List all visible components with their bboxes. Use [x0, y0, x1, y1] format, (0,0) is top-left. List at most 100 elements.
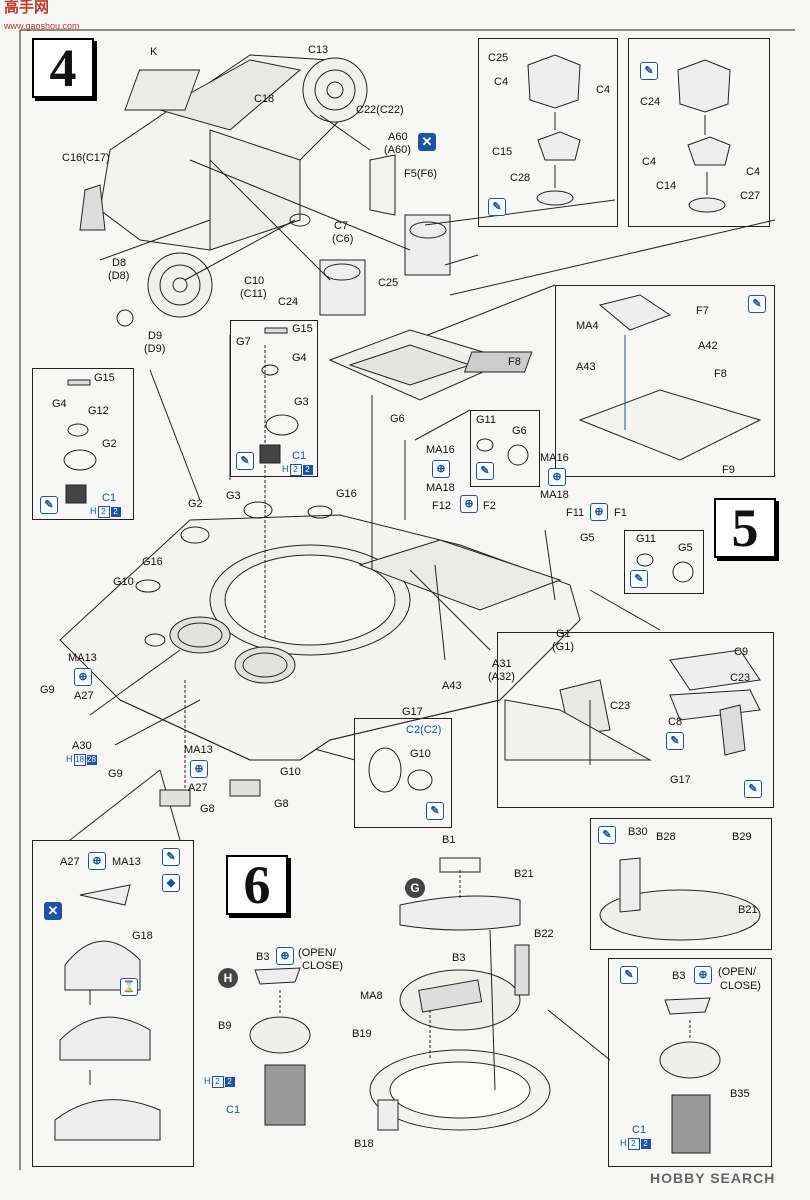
label-b3h: B3: [256, 951, 270, 963]
label-g8a: G8: [200, 803, 215, 815]
inset-g11-g11: G11: [476, 414, 496, 426]
inset-a27-ma13: MA13: [112, 856, 141, 868]
label-a60: A60: [388, 131, 408, 143]
label-b19: B19: [352, 1028, 372, 1040]
inset-b35-b3: B3: [672, 970, 686, 982]
label-c7: C7: [334, 220, 349, 232]
inset-c25-c4b: C4: [596, 84, 611, 96]
double-sided-tape-icon: ⊕: [432, 460, 450, 478]
inset-a27-a27: A27: [60, 856, 80, 868]
inset-c9-g17: G17: [670, 774, 691, 786]
watermark-url: www.gaoshou.com: [4, 21, 80, 31]
label-k: K: [150, 46, 158, 58]
label-a27: A27: [74, 690, 94, 702]
watermark-brand: 高手网: [4, 0, 50, 16]
label-f8: F8: [508, 356, 521, 368]
paint-brush-icon: ✎: [620, 966, 638, 984]
double-sided-tape-icon: ⊕: [590, 503, 608, 521]
label-g1b: (G1): [552, 641, 574, 653]
inset-g15m-g3: G3: [294, 396, 309, 408]
inset-c2: [354, 718, 452, 828]
inset-f7-a42: A42: [698, 340, 718, 352]
inset-b35: [608, 958, 772, 1167]
double-sided-tape-icon: ⊕: [88, 852, 106, 870]
paint-brush-icon: ✎: [426, 802, 444, 820]
inset-b30-b29: B29: [732, 831, 752, 843]
label-f1: F1: [614, 507, 627, 519]
label-c10: C10: [244, 275, 265, 287]
paint-brush-icon: ✎: [748, 295, 766, 313]
label-c1: C1: [226, 1104, 241, 1116]
label-c6: (C6): [332, 233, 354, 245]
inset-b35-close: CLOSE): [720, 980, 761, 992]
label-f2: F2: [483, 500, 496, 512]
inset-g11: [470, 410, 540, 487]
inset-c25-c15: C15: [492, 146, 513, 158]
inset-g5-g5: G5: [678, 542, 693, 554]
marker-g: G: [405, 878, 425, 898]
inset-f7-f8: F8: [714, 368, 727, 380]
label-g10b: G10: [280, 766, 301, 778]
inset-c2-c2: C2(C2): [406, 724, 442, 736]
inset-f7-ma4: MA4: [576, 320, 599, 332]
paint-brush-icon: ✎: [598, 826, 616, 844]
label-f12: F12: [432, 500, 451, 512]
double-sided-tape-icon: ⊕: [74, 668, 92, 686]
inset-c24-c4b: C4: [746, 166, 761, 178]
paint-brush-icon: ✎: [162, 848, 180, 866]
inset-b30-b21: B21: [738, 904, 758, 916]
label-openclose: (OPEN/: [298, 947, 336, 959]
inset-c2-g10: G10: [410, 748, 431, 760]
label-ma16a: MA16: [426, 444, 455, 456]
inset-c9-c23a: C23: [610, 700, 631, 712]
label-g2: G2: [188, 498, 203, 510]
inset-g15l-c1: C1: [102, 492, 117, 504]
double-sided-tape-icon: ⊕: [460, 495, 478, 513]
inset-f7-f9: F9: [722, 464, 735, 476]
marker-h: H: [218, 968, 238, 988]
label-c25: C25: [378, 277, 399, 289]
label-d8b: (D8): [108, 270, 130, 282]
inset-c9-c23b: C23: [730, 672, 751, 684]
inset-g15m-g15: G15: [292, 323, 313, 335]
inset-c24-c4a: C4: [642, 156, 657, 168]
label-c18: C18: [254, 93, 275, 105]
inset-g15m-g4: G4: [292, 352, 307, 364]
inset-c25-c4a: C4: [494, 76, 509, 88]
inset-f7-a43: A43: [576, 361, 596, 373]
inset-g15l-g4: G4: [52, 398, 67, 410]
paint-brush-icon: ✎: [488, 198, 506, 216]
inset-f7: [555, 285, 775, 477]
paint-brush-icon: ✎: [476, 462, 494, 480]
label-openclose2: CLOSE): [302, 960, 343, 972]
inset-c9-c9: C9: [734, 646, 749, 658]
label-d9: D9: [148, 330, 163, 342]
inset-b30-b30: B30: [628, 826, 648, 838]
paint-drop-icon: ◆: [162, 874, 180, 892]
label-g1: G1: [556, 628, 571, 640]
label-f11: F11: [566, 507, 585, 519]
label-a27b: A27: [188, 782, 208, 794]
inset-g15-left: [32, 368, 134, 520]
step-5-number: 5: [714, 498, 776, 558]
label-g16b: G16: [142, 556, 163, 568]
inset-g15l-g15: G15: [94, 372, 115, 384]
label-ma16b: MA16: [540, 452, 569, 464]
label-c24: C24: [278, 296, 299, 308]
paint-brush-icon: ✎: [744, 780, 762, 798]
label-b1: B1: [442, 834, 456, 846]
watermark-hobbysearch: HOBBY SEARCH: [650, 1170, 776, 1186]
glue-icon: ✕: [44, 902, 62, 920]
label-ma18b: MA18: [540, 489, 569, 501]
label-a31: A31: [492, 658, 512, 670]
label-a43: A43: [442, 680, 462, 692]
label-c22: C22(C22): [356, 104, 404, 116]
label-g16a: G16: [336, 488, 357, 500]
inset-b35-b35: B35: [730, 1088, 750, 1100]
label-g9b: G9: [108, 768, 123, 780]
label-b22: B22: [534, 928, 554, 940]
inset-c24-c27: C27: [740, 190, 761, 202]
